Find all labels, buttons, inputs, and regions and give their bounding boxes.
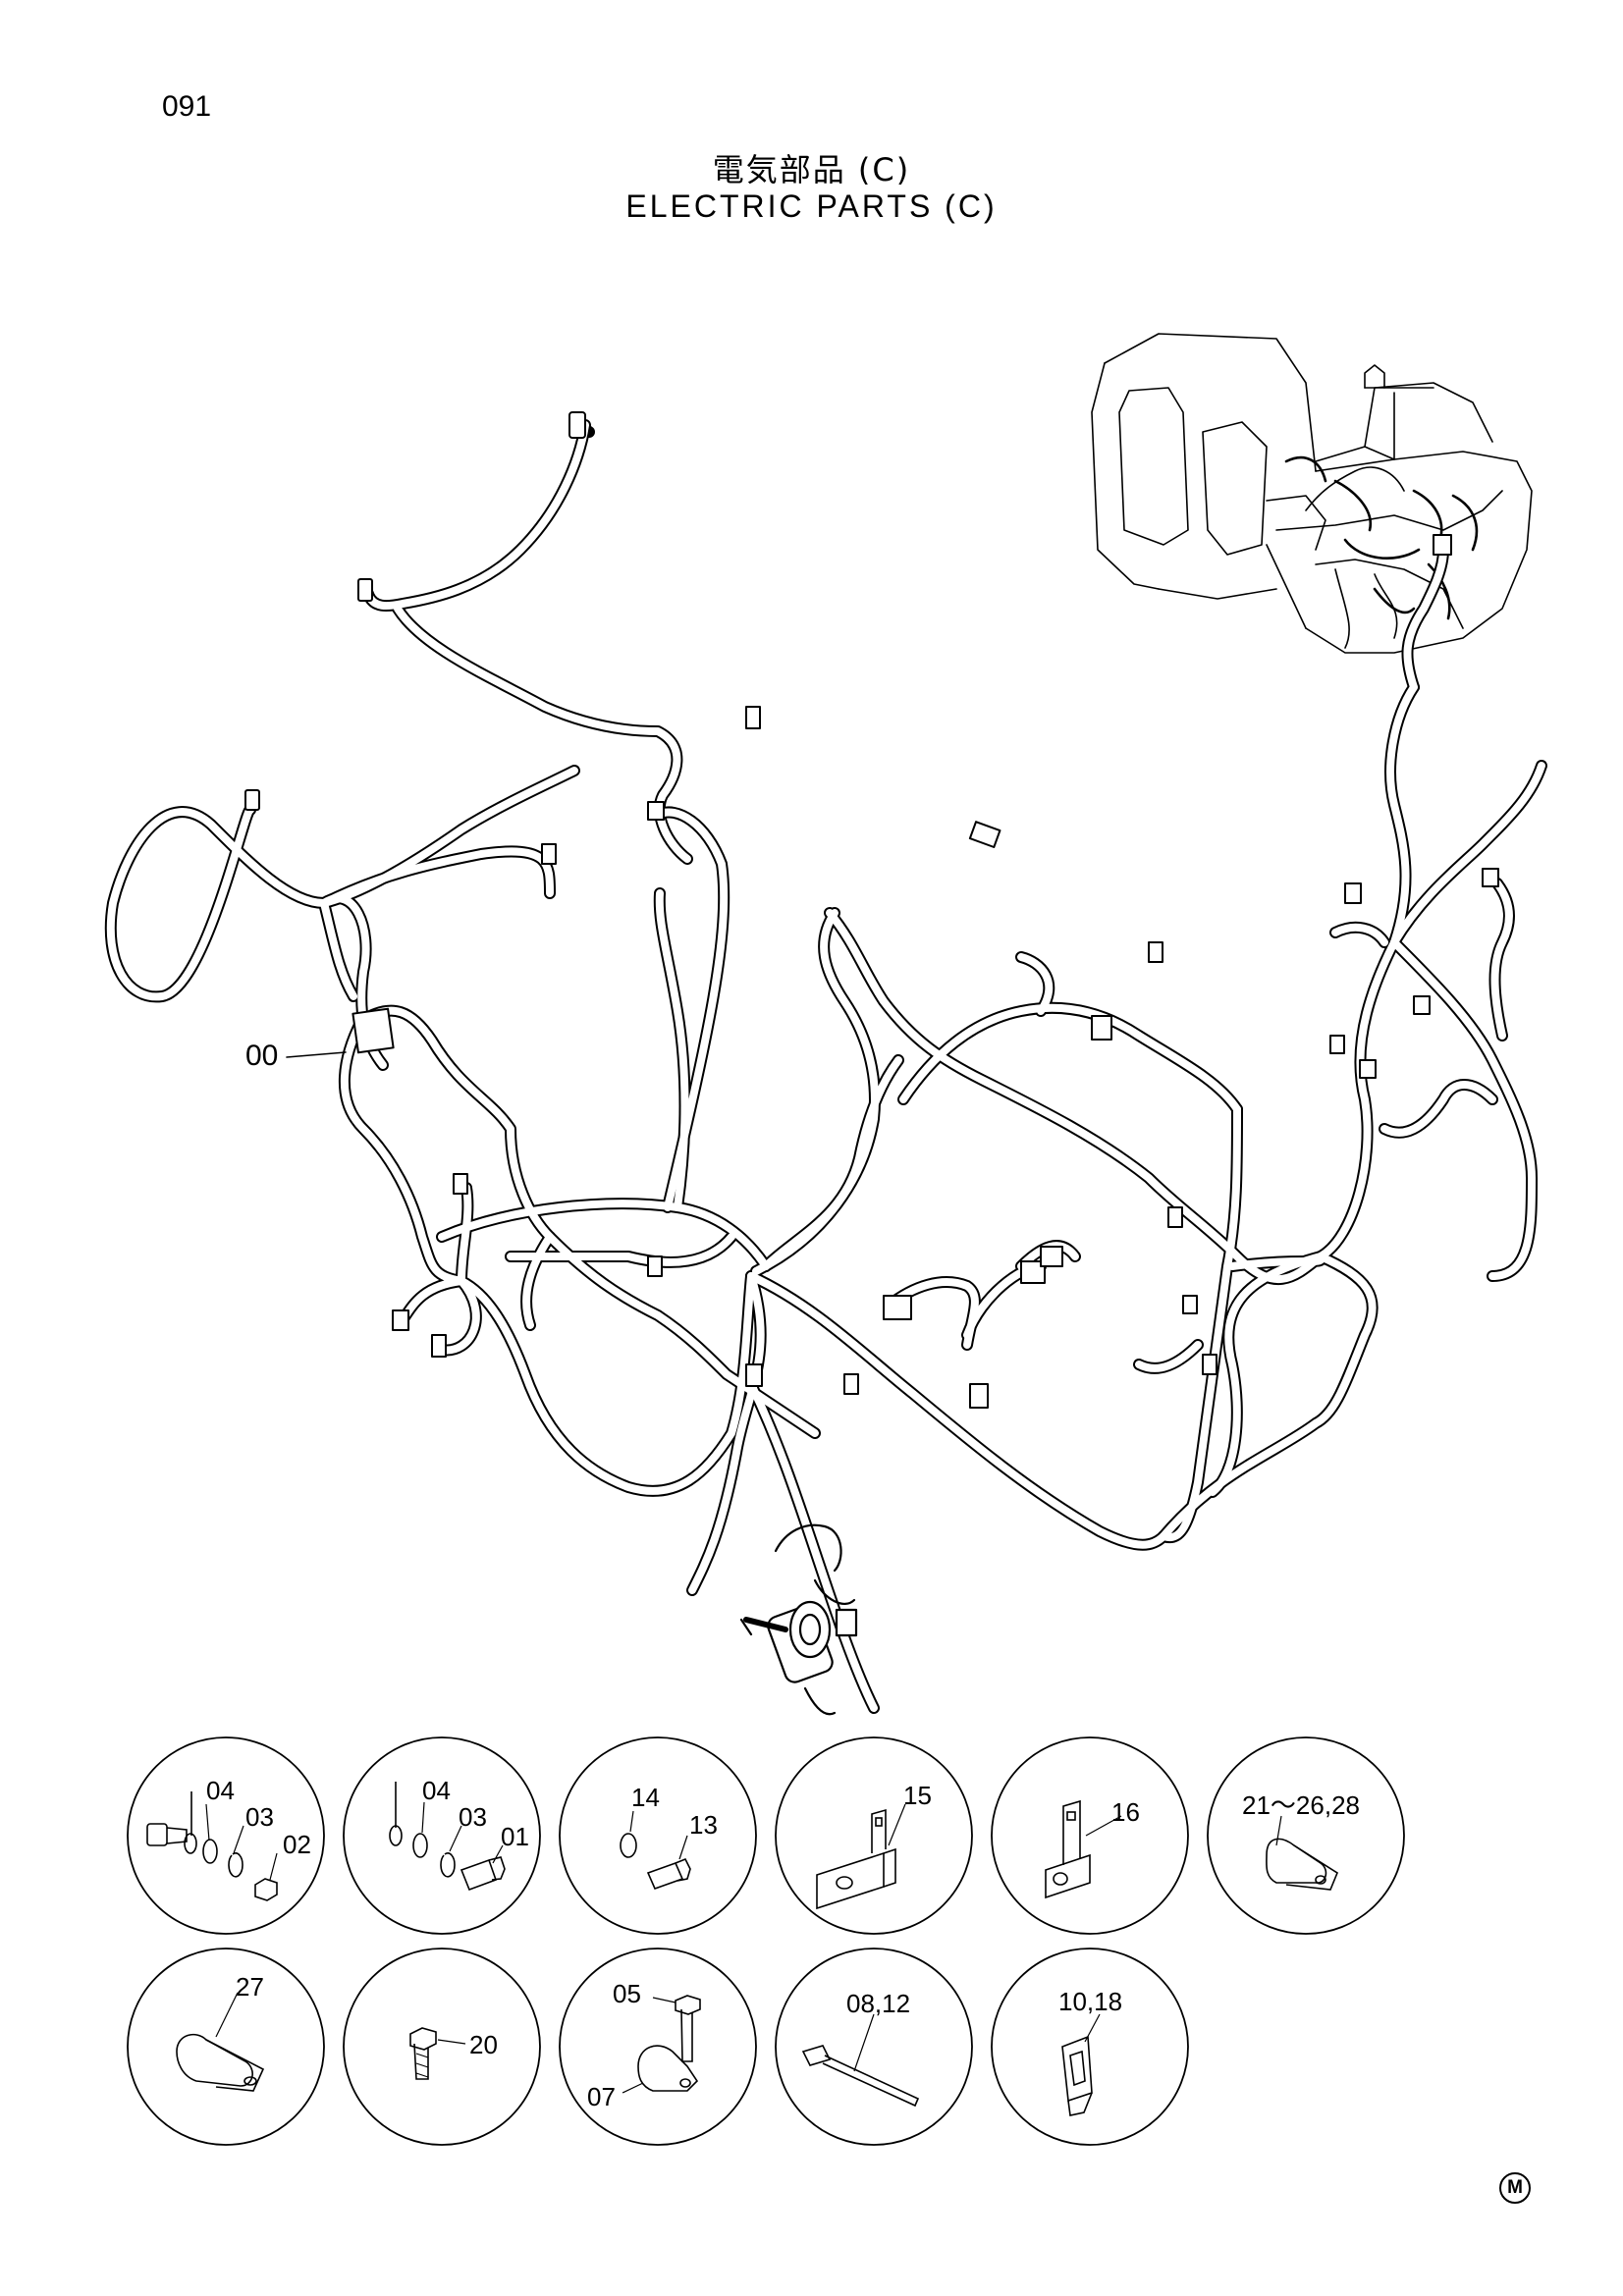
- detail-circle-2: 04 03 01: [343, 1736, 541, 1935]
- detail-circle-9: 05 07: [559, 1948, 757, 2146]
- detail-label-02: 02: [283, 1830, 311, 1859]
- detail-circle-6: 21～26,28: [1207, 1736, 1405, 1935]
- callout-line-00: [286, 1051, 347, 1058]
- detail-label-01: 01: [501, 1822, 529, 1851]
- wire-harness: [104, 411, 1547, 1716]
- page-number: 091: [162, 90, 212, 123]
- detail-label-13: 13: [689, 1810, 718, 1840]
- detail-label-20: 20: [469, 2030, 498, 2059]
- m-mark: M: [1499, 2172, 1531, 2204]
- detail-label-27: 27: [236, 1972, 264, 2002]
- detail-label-21-26-28: 21～26,28: [1242, 1790, 1360, 1820]
- detail-circle-10: 08,12: [775, 1948, 973, 2146]
- detail-label-10-18: 10,18: [1058, 1987, 1122, 2016]
- detail-label-07: 07: [587, 2082, 616, 2111]
- detail-circle-11: 10,18: [991, 1948, 1189, 2146]
- detail-label-16: 16: [1111, 1797, 1140, 1827]
- detail-circle-5: 16: [991, 1736, 1189, 1935]
- detail-label-04b: 04: [422, 1776, 451, 1805]
- detail-circle-3: 14 13: [559, 1736, 757, 1935]
- callout-label-00: 00: [245, 1040, 278, 1072]
- title-japanese: 電気部品 (C): [712, 151, 911, 188]
- detail-label-15: 15: [903, 1781, 932, 1810]
- detail-label-05: 05: [613, 1979, 641, 2008]
- detail-label-03b: 03: [459, 1802, 487, 1832]
- detail-label-04a: 04: [206, 1776, 235, 1805]
- detail-label-03a: 03: [245, 1802, 274, 1832]
- excavator-inset: [1091, 333, 1533, 654]
- detail-circle-7: 27: [127, 1948, 325, 2146]
- title-english: ELECTRIC PARTS (C): [625, 188, 998, 224]
- detail-circle-1: 04 03 02: [127, 1736, 325, 1935]
- detail-label-08-12: 08,12: [846, 1989, 910, 2018]
- switch-cluster: [739, 1523, 858, 1716]
- detail-circle-4: 15: [775, 1736, 973, 1935]
- detail-circles: 04 03 02 04 03 01: [127, 1736, 1405, 2146]
- detail-circle-8: 20: [343, 1948, 541, 2146]
- detail-label-14: 14: [631, 1783, 660, 1812]
